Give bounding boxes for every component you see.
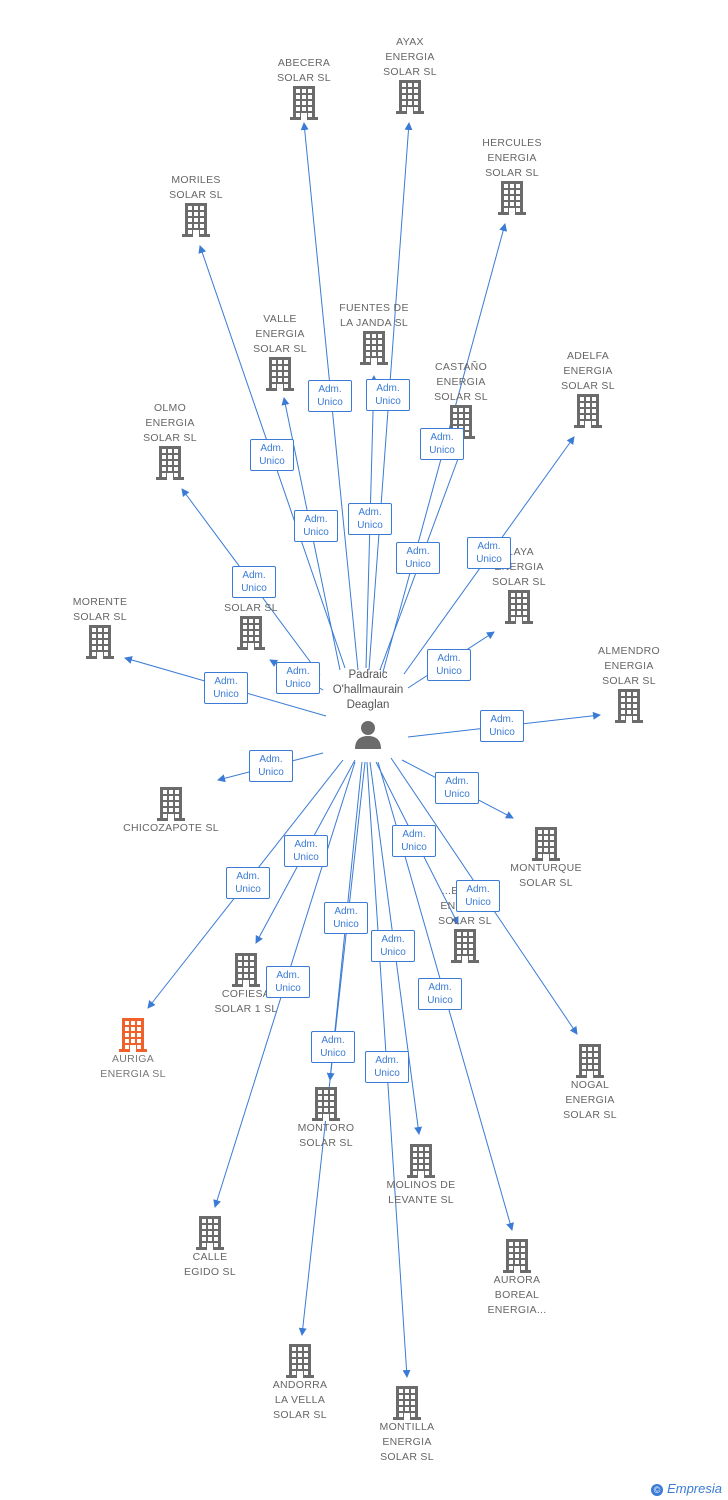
relation-badge[interactable]: Adm. Unico bbox=[392, 825, 436, 857]
company-node[interactable]: ADELFA ENERGIA SOLAR SL bbox=[533, 349, 643, 428]
relation-badge[interactable]: Adm. Unico bbox=[435, 772, 479, 804]
company-node[interactable]: MONTILLA ENERGIA SOLAR SL bbox=[352, 1386, 462, 1465]
building-icon bbox=[237, 616, 265, 650]
building-icon bbox=[119, 1018, 147, 1052]
company-node[interactable]: FUENTES DE LA JANDA SL bbox=[319, 301, 429, 365]
company-name: MORILES SOLAR SL bbox=[169, 174, 223, 201]
company-name: CALLE EGIDO SL bbox=[184, 1251, 236, 1278]
company-name: AURORA BOREAL ENERGIA... bbox=[487, 1274, 547, 1316]
relation-badge[interactable]: Adm. Unico bbox=[456, 880, 500, 912]
building-icon bbox=[407, 1144, 435, 1178]
building-icon bbox=[312, 1087, 340, 1121]
company-name: COFIESA SOLAR 1 SL bbox=[214, 988, 278, 1015]
building-icon bbox=[574, 394, 602, 428]
building-icon bbox=[505, 590, 533, 624]
building-icon bbox=[266, 357, 294, 391]
relation-badge[interactable]: Adm. Unico bbox=[308, 380, 352, 412]
building-icon bbox=[232, 953, 260, 987]
building-icon bbox=[615, 689, 643, 723]
relation-badge[interactable]: Adm. Unico bbox=[294, 510, 338, 542]
building-icon bbox=[156, 446, 184, 480]
relation-badge[interactable]: Adm. Unico bbox=[420, 428, 464, 460]
company-node[interactable]: CALLE EGIDO SL bbox=[155, 1216, 265, 1280]
company-node[interactable]: CHICOZAPOTE SL bbox=[116, 787, 226, 836]
building-icon bbox=[451, 929, 479, 963]
company-name: OLMO ENERGIA SOLAR SL bbox=[143, 402, 197, 444]
relation-badge[interactable]: Adm. Unico bbox=[467, 537, 511, 569]
relation-badge[interactable]: Adm. Unico bbox=[284, 835, 328, 867]
relation-badge[interactable]: Adm. Unico bbox=[480, 710, 524, 742]
building-icon bbox=[360, 331, 388, 365]
company-node[interactable]: ANDORRA LA VELLA SOLAR SL bbox=[245, 1344, 355, 1423]
company-node[interactable]: MORILES SOLAR SL bbox=[141, 173, 251, 237]
relation-badge[interactable]: Adm. Unico bbox=[204, 672, 248, 704]
company-node[interactable]: ALMENDRO ENERGIA SOLAR SL bbox=[574, 644, 684, 723]
company-name: NOGAL ENERGIA SOLAR SL bbox=[563, 1079, 617, 1121]
building-icon bbox=[86, 625, 114, 659]
company-node[interactable]: AYAX ENERGIA SOLAR SL bbox=[355, 35, 465, 114]
company-name: VALLE ENERGIA SOLAR SL bbox=[253, 313, 307, 355]
company-name: MONTURQUE SOLAR SL bbox=[510, 862, 582, 889]
copyright-icon: © bbox=[651, 1484, 664, 1496]
company-name: MOLINOS DE LEVANTE SL bbox=[386, 1179, 456, 1206]
company-name: ADELFA ENERGIA SOLAR SL bbox=[561, 350, 615, 392]
relation-badge[interactable]: Adm. Unico bbox=[249, 750, 293, 782]
company-name: ABECERA SOLAR SL bbox=[277, 57, 331, 84]
building-icon bbox=[532, 827, 560, 861]
relation-badge[interactable]: Adm. Unico bbox=[266, 966, 310, 998]
company-node[interactable]: MONTORO SOLAR SL bbox=[271, 1087, 381, 1151]
building-icon bbox=[182, 203, 210, 237]
relation-badge[interactable]: Adm. Unico bbox=[371, 930, 415, 962]
company-name: HERCULES ENERGIA SOLAR SL bbox=[482, 137, 542, 179]
company-node[interactable]: MOLINOS DE LEVANTE SL bbox=[366, 1144, 476, 1208]
company-node[interactable]: MONTURQUE SOLAR SL bbox=[491, 827, 601, 891]
company-node[interactable]: OLMO ENERGIA SOLAR SL bbox=[115, 401, 225, 480]
relation-badge[interactable]: Adm. Unico bbox=[396, 542, 440, 574]
company-node[interactable]: HERCULES ENERGIA SOLAR SL bbox=[457, 136, 567, 215]
relation-badge[interactable]: Adm. Unico bbox=[232, 566, 276, 598]
center-person[interactable]: Padraic O'hallmaurain Deaglan bbox=[303, 668, 433, 749]
company-name: MONTORO SOLAR SL bbox=[297, 1122, 355, 1149]
building-icon bbox=[576, 1044, 604, 1078]
building-icon bbox=[498, 181, 526, 215]
relation-badge[interactable]: Adm. Unico bbox=[226, 867, 270, 899]
building-icon bbox=[157, 787, 185, 821]
building-icon bbox=[503, 1239, 531, 1273]
company-node[interactable]: AURIGA ENERGIA SL bbox=[78, 1018, 188, 1082]
footer-brand[interactable]: ©Empresia bbox=[651, 1481, 722, 1496]
building-icon bbox=[286, 1344, 314, 1378]
company-name: AYAX ENERGIA SOLAR SL bbox=[383, 36, 437, 78]
relation-badge[interactable]: Adm. Unico bbox=[250, 439, 294, 471]
building-icon bbox=[393, 1386, 421, 1420]
relation-badge[interactable]: Adm. Unico bbox=[276, 662, 320, 694]
company-node[interactable]: AURORA BOREAL ENERGIA... bbox=[462, 1239, 572, 1318]
company-node[interactable]: COFIESA SOLAR 1 SL bbox=[191, 953, 301, 1017]
company-name: MONTILLA ENERGIA SOLAR SL bbox=[379, 1421, 435, 1463]
center-person-label: Padraic O'hallmaurain Deaglan bbox=[332, 669, 404, 711]
company-node[interactable]: MORENTE SOLAR SL bbox=[45, 595, 155, 659]
building-icon bbox=[196, 1216, 224, 1250]
company-name: CHICOZAPOTE SL bbox=[123, 822, 219, 834]
relation-badge[interactable]: Adm. Unico bbox=[427, 649, 471, 681]
company-node[interactable]: ABECERA SOLAR SL bbox=[249, 56, 359, 120]
company-node[interactable]: NOGAL ENERGIA SOLAR SL bbox=[535, 1044, 645, 1123]
company-name: MORENTE SOLAR SL bbox=[72, 596, 128, 623]
relation-badge[interactable]: Adm. Unico bbox=[311, 1031, 355, 1063]
relation-badge[interactable]: Adm. Unico bbox=[324, 902, 368, 934]
company-node[interactable]: VALLE ENERGIA SOLAR SL bbox=[225, 312, 335, 391]
brand-name: Empresia bbox=[667, 1481, 722, 1496]
company-name: ANDORRA LA VELLA SOLAR SL bbox=[272, 1379, 328, 1421]
relation-badge[interactable]: Adm. Unico bbox=[418, 978, 462, 1010]
building-icon bbox=[396, 80, 424, 114]
building-icon bbox=[290, 86, 318, 120]
company-name: CASTAÑO ENERGIA SOLAR SL bbox=[434, 361, 488, 403]
relation-badge[interactable]: Adm. Unico bbox=[365, 1051, 409, 1083]
company-name: AURIGA ENERGIA SL bbox=[100, 1053, 166, 1080]
relation-badge[interactable]: Adm. Unico bbox=[348, 503, 392, 535]
relation-badge[interactable]: Adm. Unico bbox=[366, 379, 410, 411]
company-name: ALMENDRO ENERGIA SOLAR SL bbox=[598, 645, 660, 687]
person-icon bbox=[355, 721, 381, 749]
company-name: FUENTES DE LA JANDA SL bbox=[339, 302, 409, 329]
